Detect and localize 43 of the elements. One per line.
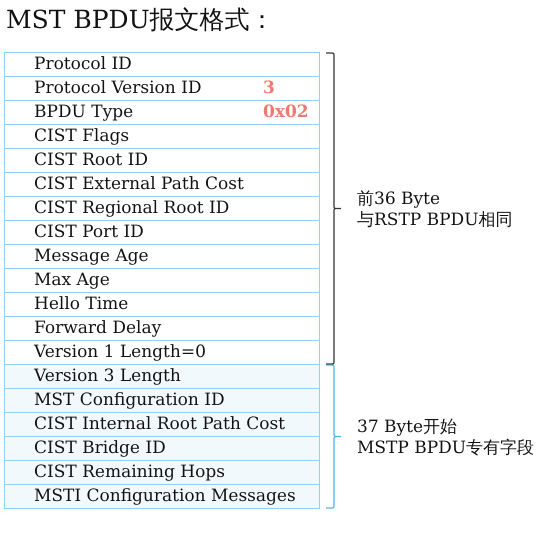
table-row <box>4 268 320 293</box>
table-row <box>4 484 320 509</box>
table-row <box>4 196 320 221</box>
field-name: CIST External Path Cost <box>34 174 244 195</box>
field-name: CIST Regional Root ID <box>34 198 230 219</box>
table-row <box>4 76 320 101</box>
field-name: Protocol ID <box>34 54 132 75</box>
field-name: Max Age <box>34 270 110 291</box>
table-row <box>4 124 320 149</box>
table-row <box>4 316 320 341</box>
annotation-text: 37 Byte开始 MSTP BPDU专有字段 <box>357 416 534 458</box>
table-row <box>4 244 320 269</box>
field-name: MSTI Configuration Messages <box>34 486 296 507</box>
field-name: Message Age <box>34 246 149 267</box>
table-row <box>4 220 320 245</box>
diagram-title: MST BPDU报文格式： <box>6 4 275 36</box>
field-name: Version 3 Length <box>34 366 181 387</box>
table-row <box>4 460 320 485</box>
table-row <box>4 148 320 173</box>
table-row <box>4 412 320 437</box>
table-row <box>4 388 320 413</box>
table-row <box>4 292 320 317</box>
table-row <box>4 340 320 365</box>
table-row <box>4 52 320 77</box>
table-row <box>4 100 320 125</box>
annotation-text: 前36 Byte 与RSTP BPDU相同 <box>357 188 513 230</box>
field-name: Forward Delay <box>34 318 162 339</box>
field-name: CIST Port ID <box>34 222 144 243</box>
field-name: Version 1 Length=0 <box>34 342 206 363</box>
field-name: CIST Bridge ID <box>34 438 166 459</box>
field-name: CIST Internal Root Path Cost <box>34 414 286 435</box>
field-name: MST Configuration ID <box>34 390 225 411</box>
field-name: Hello Time <box>34 294 128 315</box>
field-name: Protocol Version ID <box>34 78 202 99</box>
field-value: 0x02 <box>263 102 309 123</box>
table-row <box>4 172 320 197</box>
field-value: 3 <box>263 78 275 99</box>
field-name: CIST Flags <box>34 126 130 147</box>
table-row <box>4 364 320 389</box>
field-name: CIST Root ID <box>34 150 148 171</box>
table-row <box>4 436 320 461</box>
field-name: BPDU Type <box>34 102 134 123</box>
field-name: CIST Remaining Hops <box>34 462 225 483</box>
